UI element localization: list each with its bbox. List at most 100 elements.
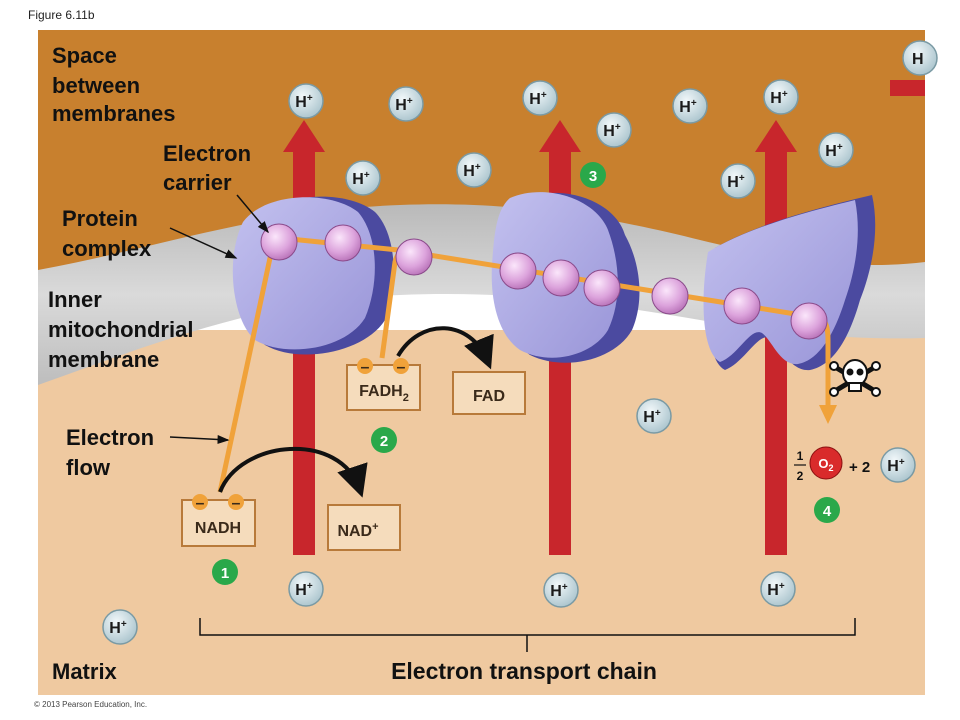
space-label-3: membranes [52, 101, 176, 126]
hydrogen-ion: H+ [880, 447, 916, 483]
svg-text:H+: H+ [550, 582, 568, 600]
proton-arrowhead-1 [283, 120, 325, 152]
flow-pointer [169, 434, 230, 444]
hydrogen-ion: H+ [760, 571, 796, 607]
electron-carrier [324, 224, 362, 262]
svg-text:H+: H+ [770, 89, 788, 107]
plus-two: + 2 [849, 459, 870, 476]
electron-carrier [260, 223, 298, 261]
fadh-to-fad-arrow [396, 326, 494, 370]
hydrogen-ion: H+ [720, 163, 756, 199]
fad-box: FAD [452, 371, 526, 415]
electron-sign: – [397, 359, 406, 376]
electron-carrier [583, 269, 621, 307]
matrix-label: Matrix [52, 659, 118, 684]
step-badge-4: 4 [814, 497, 840, 523]
nadh-box: – – NADH [181, 494, 256, 547]
half-denominator: 2 [797, 469, 804, 483]
electron-carrier [499, 252, 537, 290]
svg-text:2: 2 [380, 433, 388, 450]
svg-text:H+: H+ [727, 173, 745, 191]
svg-text:NAD+: NAD+ [337, 521, 378, 540]
chain-bracket [199, 618, 856, 652]
svg-text:H+: H+ [295, 581, 313, 599]
half-numerator: 1 [797, 449, 804, 463]
nadh-label: NADH [195, 520, 241, 537]
hydrogen-ion: H+ [456, 152, 492, 188]
figure-label: Figure 6.11b [28, 8, 95, 22]
proton-arrowhead-3 [755, 120, 797, 152]
svg-text:H+: H+ [767, 581, 785, 599]
oxygen-symbol: O [818, 456, 828, 471]
skull-crossbones-icon [829, 359, 881, 397]
space-label-1: Space [52, 43, 117, 68]
hydrogen-ion-partial: H [902, 40, 938, 76]
oxygen-reaction: 1 2 O2 + 2 [794, 446, 870, 483]
protein-label-1: Protein [62, 206, 138, 231]
hydrogen-ion: H+ [102, 609, 138, 645]
fadh2-box: – – FADH2 [346, 358, 421, 411]
hydrogen-ion: H+ [596, 112, 632, 148]
carrier-label-1: Electron [163, 141, 251, 166]
electron-carrier [542, 259, 580, 297]
protein-pointer [169, 227, 238, 259]
flow-label-1: Electron [66, 425, 154, 450]
nad-charge: + [372, 521, 378, 533]
carrier-label-2: carrier [163, 170, 232, 195]
inner-label-2: mitochondrial [48, 317, 193, 342]
fad-label: FAD [473, 388, 505, 405]
hydrogen-ion: H+ [672, 88, 708, 124]
fadh-label: FADH [359, 383, 403, 400]
proton-channel-partial [890, 80, 925, 96]
hydrogen-ion: H+ [522, 80, 558, 116]
proton-arrowhead-2 [539, 120, 581, 152]
electron-carrier [395, 238, 433, 276]
nadh-to-nad-arrow [218, 446, 368, 498]
electron-carrier [790, 302, 828, 340]
hydrogen-ion: H+ [288, 571, 324, 607]
svg-text:H+: H+ [603, 122, 621, 140]
svg-text:H+: H+ [643, 408, 661, 426]
step-badge-2: 2 [371, 427, 397, 453]
svg-text:H+: H+ [352, 170, 370, 188]
nad-box: NAD+ [327, 504, 401, 551]
step-badge-1: 1 [212, 559, 238, 585]
inner-label-1: Inner [48, 287, 102, 312]
svg-text:H+: H+ [109, 619, 127, 637]
svg-text:H: H [912, 51, 924, 68]
svg-text:1: 1 [221, 565, 229, 582]
hydrogen-ion: H+ [763, 79, 799, 115]
svg-text:H+: H+ [463, 162, 481, 180]
copyright: © 2013 Pearson Education, Inc. [34, 700, 148, 709]
nad-label: NAD [337, 523, 372, 540]
chain-label: Electron transport chain [391, 658, 657, 684]
electron-sign: – [361, 359, 370, 376]
electron-sign: – [196, 495, 205, 512]
oxygen-subscript: 2 [829, 463, 834, 473]
hydrogen-ion: H+ [818, 132, 854, 168]
svg-text:H+: H+ [529, 90, 547, 108]
space-label-2: between [52, 73, 140, 98]
svg-text:3: 3 [589, 168, 597, 185]
svg-text:H+: H+ [887, 457, 905, 475]
svg-text:O2: O2 [818, 456, 833, 473]
svg-text:FADH2: FADH2 [359, 383, 409, 404]
electron-carrier [723, 287, 761, 325]
svg-text:H+: H+ [825, 142, 843, 160]
svg-text:4: 4 [823, 503, 832, 520]
carrier-pointer [236, 194, 269, 234]
electron-path-arrowhead [819, 405, 837, 424]
protein-label-2: complex [62, 236, 152, 261]
hydrogen-ion: H+ [345, 160, 381, 196]
svg-text:H+: H+ [295, 93, 313, 111]
hydrogen-ion: H+ [636, 398, 672, 434]
svg-text:H+: H+ [679, 98, 697, 116]
svg-text:H+: H+ [395, 96, 413, 114]
oxygen-molecule [809, 446, 843, 480]
hydrogen-ion: H+ [543, 572, 579, 608]
flow-label-2: flow [66, 455, 111, 480]
electron-sign: – [232, 495, 241, 512]
fadh-subscript: 2 [403, 392, 409, 404]
matrix-region [38, 330, 925, 695]
